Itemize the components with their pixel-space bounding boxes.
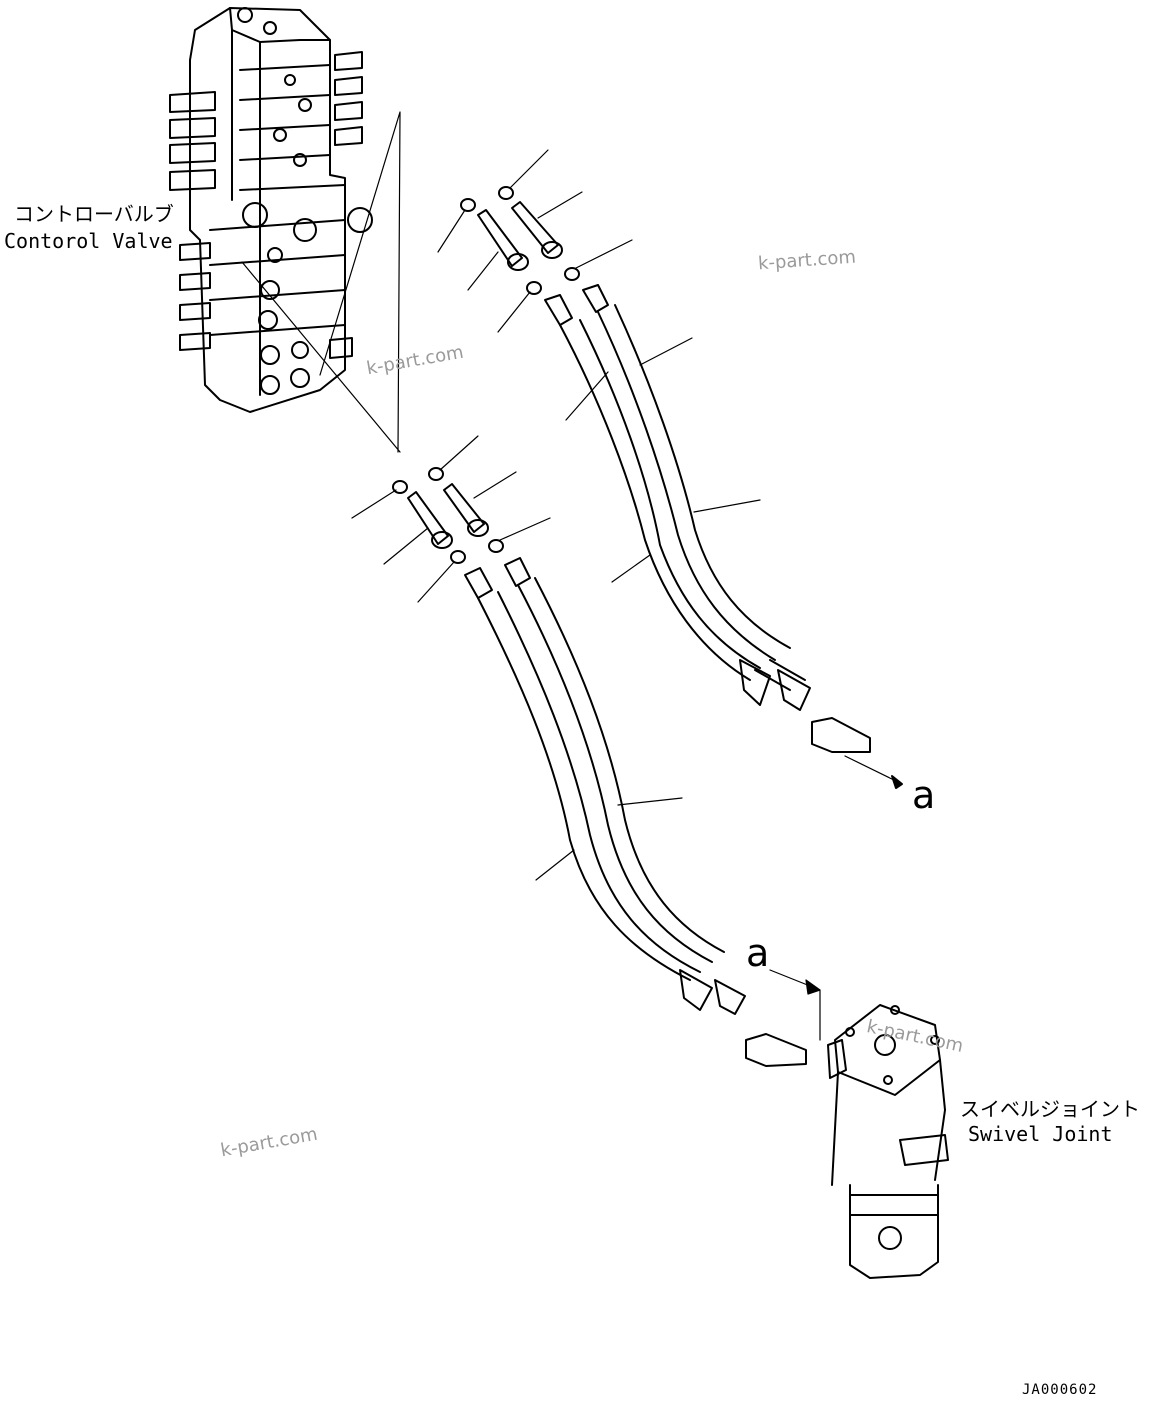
swivel-joint-label-jp: スイベルジョイント bbox=[960, 1097, 1140, 1121]
lower-leaders bbox=[351, 435, 551, 603]
control-valve-label-en: Contorol Valve bbox=[4, 229, 173, 253]
upper-leaders bbox=[437, 149, 633, 333]
swivel-joint-drawing bbox=[827, 1004, 949, 1279]
lower-fittings bbox=[392, 467, 504, 564]
drawing-code: JA000602 bbox=[1022, 1382, 1098, 1398]
ref-a-leader bbox=[769, 969, 821, 1041]
upper-hose-leaders bbox=[565, 337, 761, 583]
lower-hose-pair bbox=[464, 557, 807, 1067]
upper-fittings bbox=[460, 186, 580, 295]
control-valve-label-jp: コントローバルブ bbox=[14, 202, 174, 226]
reference-a-top: a bbox=[912, 773, 936, 817]
swivel-joint-label-en: Swivel Joint bbox=[968, 1122, 1113, 1146]
upper-hose-pair bbox=[544, 284, 903, 789]
control-valve-drawing bbox=[169, 7, 373, 413]
reference-a-bottom: a bbox=[746, 931, 770, 975]
lower-hose-leaders bbox=[535, 797, 683, 881]
leader-triangle bbox=[241, 111, 401, 453]
